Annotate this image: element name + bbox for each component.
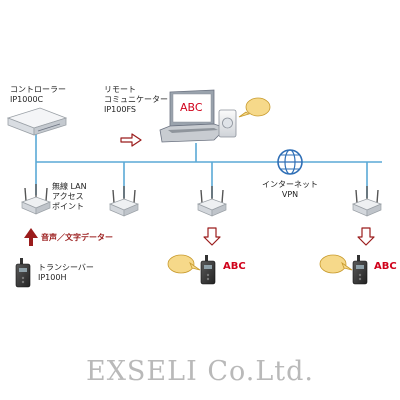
network-lines: [35, 133, 382, 198]
company-watermark: EXSELI Co.Ltd.: [86, 356, 314, 387]
controller-label: コントローラー IP1000C: [10, 85, 66, 104]
transceiver-label: トランシーバー IP100H: [38, 263, 94, 282]
abc-label-right: ABC: [374, 261, 397, 272]
laptop-screen-text: ABC: [180, 101, 203, 114]
transceiver-icon: [15, 258, 31, 288]
transceiver-icon: [200, 255, 216, 285]
outline-down-arrow-icon: [203, 227, 221, 246]
internet-label: インターネット VPN: [262, 180, 318, 199]
communicator-label: リモート コミュニケーター IP100FS: [104, 85, 168, 114]
globe-icon: [277, 149, 303, 175]
voice-text-data-label: 音声／文字データー: [41, 233, 113, 242]
access-point-icon: [352, 186, 382, 217]
access-point-label: 無線 LAN アクセス ポイント: [52, 182, 87, 211]
speech-bubble-icon: [167, 254, 201, 274]
laptop-icon: [159, 89, 227, 143]
speech-bubble-icon: [238, 97, 271, 118]
outline-arrow-icon: [120, 133, 142, 147]
speaker-icon: [218, 109, 237, 138]
access-point-icon: [197, 186, 227, 217]
transceiver-icon: [352, 255, 368, 285]
controller-icon: [6, 107, 68, 136]
speech-bubble-icon: [319, 254, 353, 274]
solid-up-arrow-icon: [24, 228, 38, 246]
access-point-icon: [21, 184, 51, 215]
access-point-icon: [109, 186, 139, 217]
outline-down-arrow-icon: [357, 227, 375, 246]
abc-label-middle: ABC: [223, 261, 246, 272]
